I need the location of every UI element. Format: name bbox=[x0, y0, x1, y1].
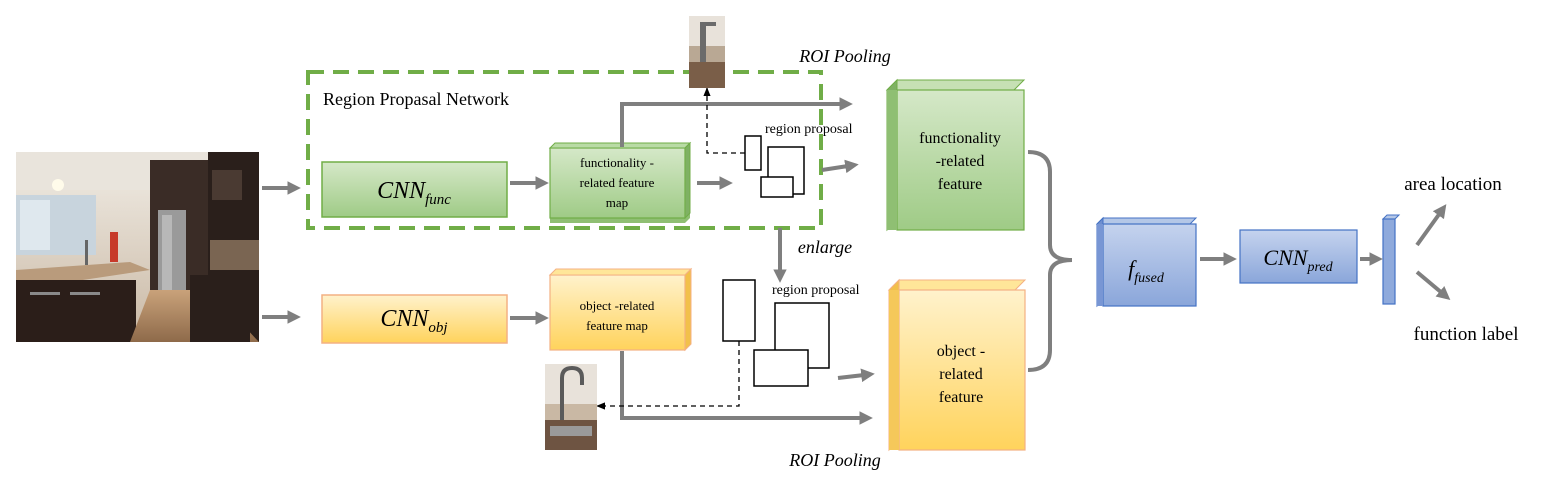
dashed-crop-arrow-bottom bbox=[596, 341, 740, 410]
obj-feature-line-3: feature bbox=[939, 389, 983, 406]
svg-text:CNNpred: CNNpred bbox=[1263, 245, 1333, 275]
rpn-title: Region Propasal Network bbox=[323, 89, 509, 109]
region-proposals-top bbox=[744, 135, 805, 198]
obj-map-line-2: feature map bbox=[586, 318, 648, 333]
func-map-line-1: functionality - bbox=[580, 155, 654, 170]
cnn-obj-main: CNN bbox=[380, 306, 430, 332]
kitchen-photo-icon bbox=[16, 152, 259, 342]
cnn-obj-sub: obj bbox=[428, 320, 447, 336]
area-location-label: area location bbox=[1404, 174, 1502, 195]
cnn-func-box: CNNfunc bbox=[321, 161, 508, 218]
output-vector bbox=[1381, 214, 1401, 305]
functionality-feature-map: functionality - related feature map bbox=[548, 141, 692, 223]
region-proposal-top-label: region proposal bbox=[765, 122, 853, 137]
func-feature-line-1: functionality bbox=[919, 130, 1001, 147]
roi-pooling-top-label: ROI Pooling bbox=[798, 46, 891, 66]
cnn-pred-main: CNN bbox=[1263, 245, 1308, 270]
func-map-line-3: map bbox=[606, 195, 628, 210]
cnn-obj-box: CNNobj bbox=[321, 294, 508, 344]
arrow-func-proposal-to-feature bbox=[821, 159, 859, 174]
f-fused-main: f bbox=[1128, 256, 1137, 281]
arrow-to-function-label bbox=[1415, 270, 1451, 300]
function-label-label: function label bbox=[1414, 324, 1519, 345]
enlarge-label: enlarge bbox=[798, 237, 852, 257]
cnn-pred-sub: pred bbox=[1306, 260, 1333, 275]
cnn-pred-box: CNNpred bbox=[1239, 229, 1358, 284]
arrow-obj-roi-pooling bbox=[620, 351, 873, 425]
faucet-crop-top-icon bbox=[689, 16, 725, 88]
functionality-related-feature: functionality -related feature bbox=[885, 78, 1026, 232]
dashed-crop-arrow-top bbox=[703, 87, 745, 154]
arrow-func-roi-pooling bbox=[620, 97, 853, 147]
region-proposal-bottom-label: region proposal bbox=[772, 283, 860, 298]
svg-text:CNNobj: CNNobj bbox=[380, 306, 447, 336]
object-feature-map: object -related feature map bbox=[548, 267, 693, 352]
object-related-feature: object - related feature bbox=[887, 278, 1027, 452]
svg-text:ffused: ffused bbox=[1128, 256, 1165, 286]
roi-pooling-bottom-label: ROI Pooling bbox=[788, 450, 881, 470]
arrow-to-area-location bbox=[1415, 204, 1447, 247]
func-map-line-2: related feature bbox=[580, 175, 655, 190]
obj-feature-line-2: related bbox=[939, 366, 983, 383]
svg-text:CNNfunc: CNNfunc bbox=[377, 178, 451, 208]
cnn-func-sub: func bbox=[425, 192, 451, 208]
obj-feature-line-1: object - bbox=[937, 343, 985, 360]
cnn-func-main: CNN bbox=[377, 178, 427, 204]
rpn-dashed-frame bbox=[306, 70, 823, 230]
flow-arrows bbox=[262, 97, 1451, 425]
merge-brace bbox=[1027, 150, 1073, 372]
f-fused-sub: fused bbox=[1134, 271, 1165, 286]
func-feature-line-2: -related bbox=[936, 153, 985, 170]
obj-map-line-1: object -related bbox=[580, 298, 655, 313]
f-fused-box: ffused bbox=[1095, 216, 1198, 308]
faucet-crop-bottom-icon bbox=[545, 364, 597, 450]
arrow-obj-proposal-to-feature bbox=[837, 368, 875, 383]
func-feature-line-3: feature bbox=[938, 176, 982, 193]
